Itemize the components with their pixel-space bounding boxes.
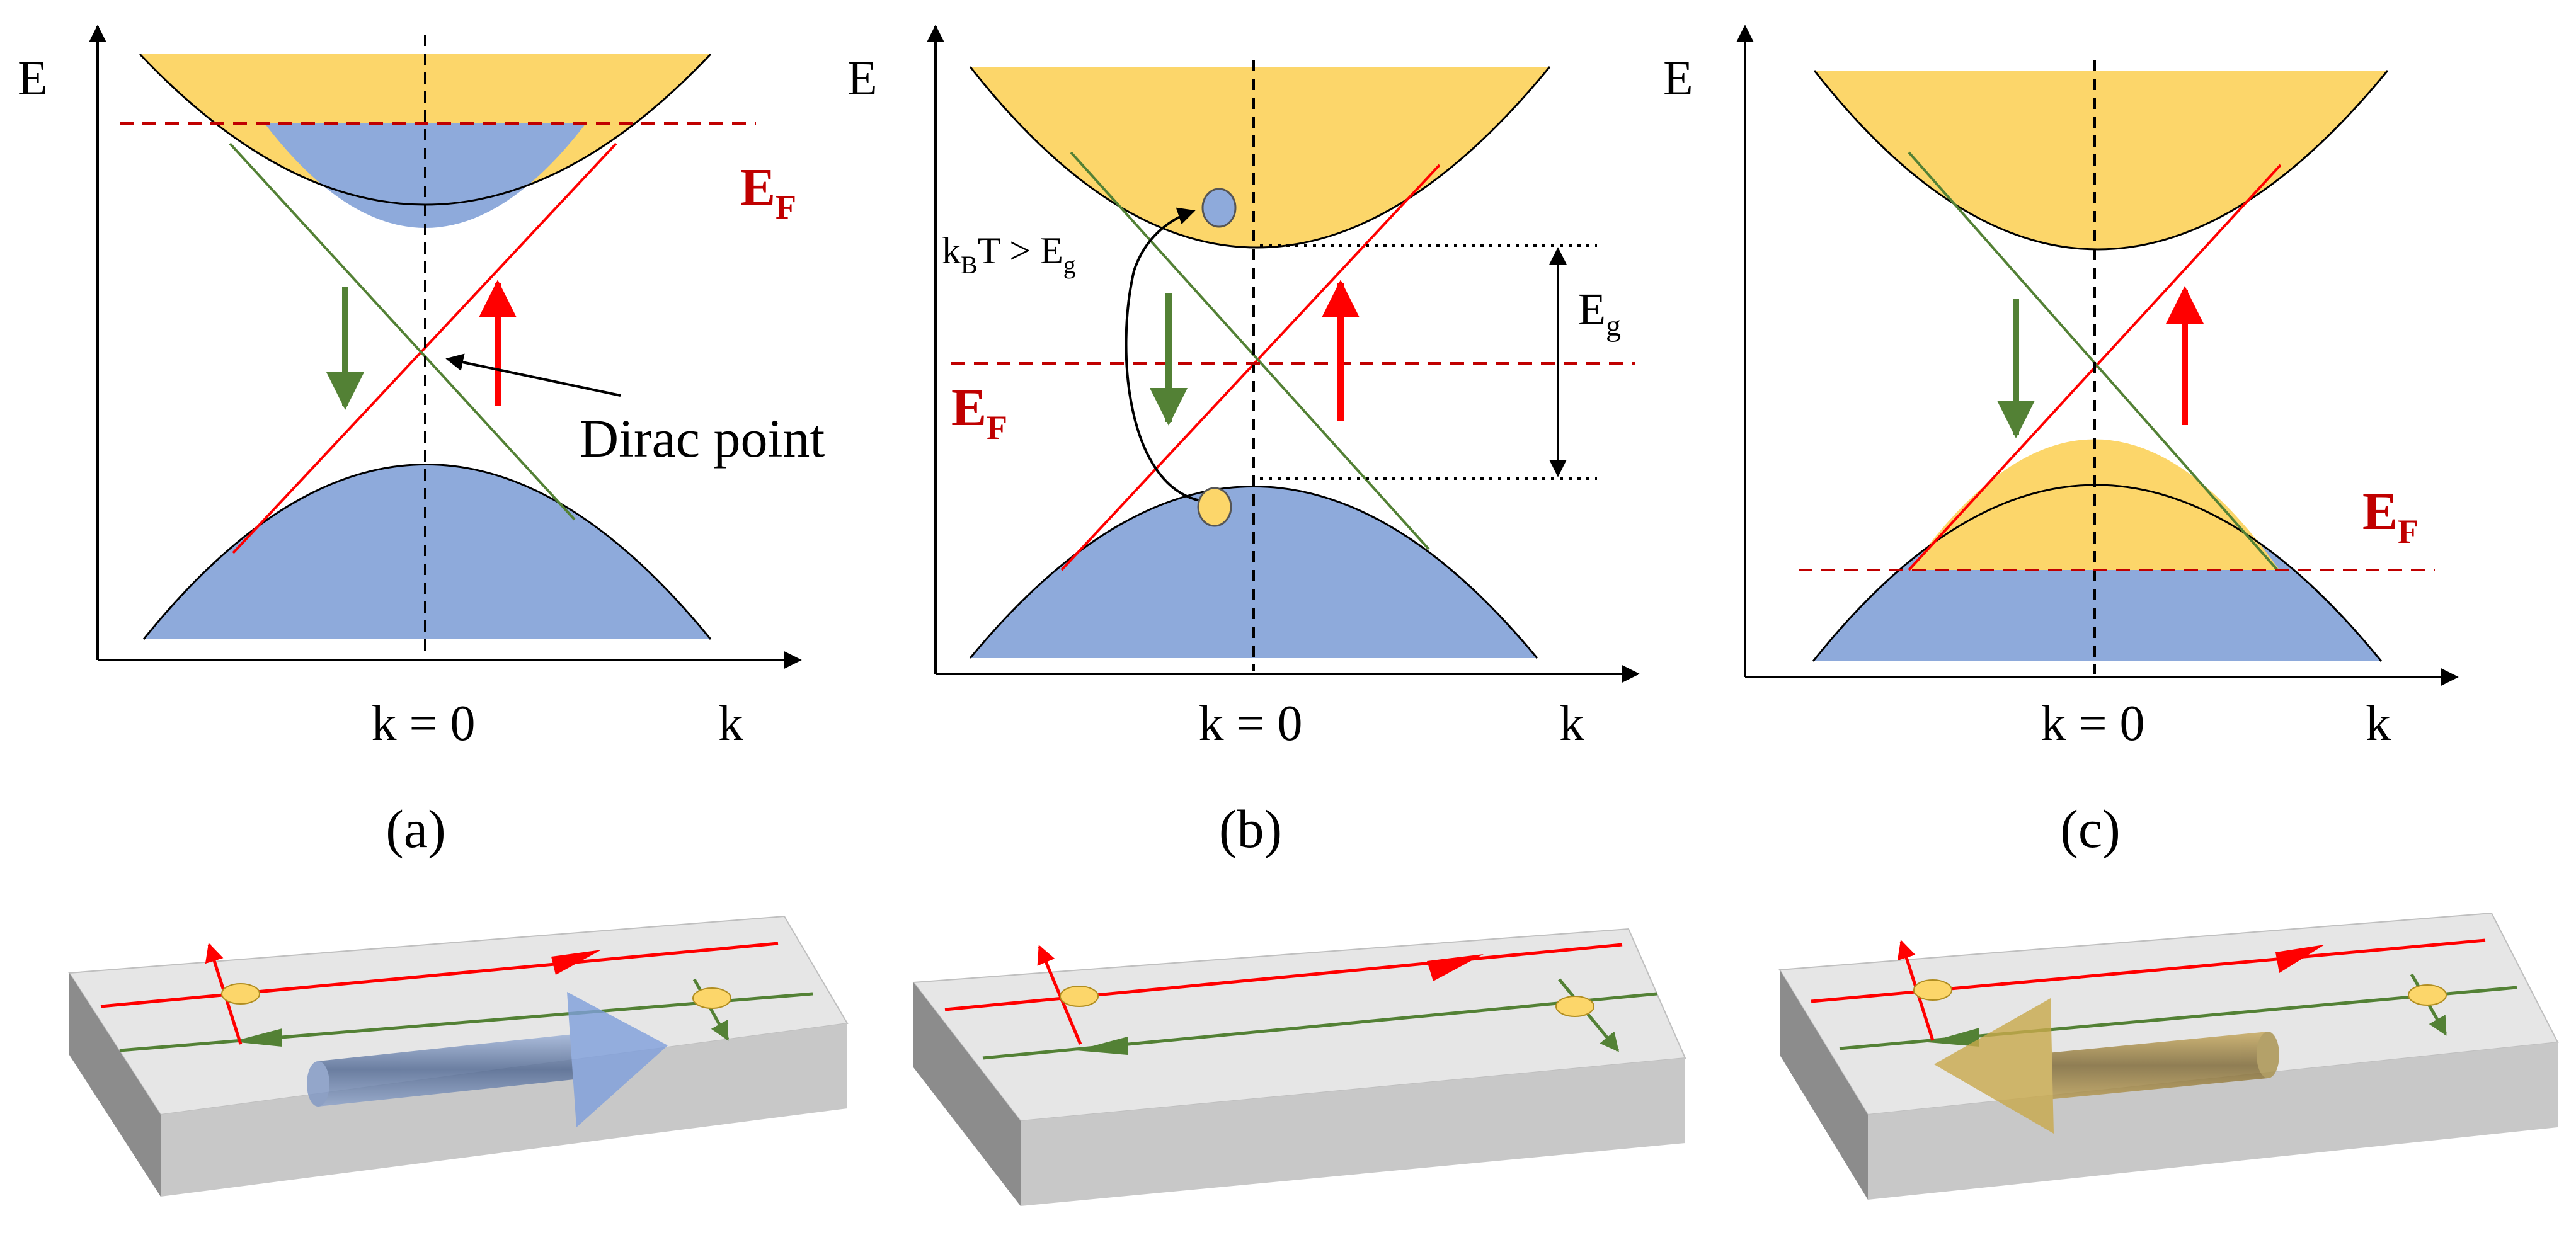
crossing-point-left	[1060, 986, 1099, 1007]
panel-b-band-diagram: E kBT > Eg Eg EF k = 0 k (b)	[847, 25, 1640, 859]
slab-front-face	[1868, 1042, 2558, 1200]
band-gap-label: Eg	[1578, 284, 1621, 343]
valence-band-edge	[142, 464, 712, 640]
spin-up-direction-arrowhead	[2275, 945, 2325, 973]
crossing-point-left	[1913, 979, 1952, 1001]
spin-pointer-right	[1558, 978, 1619, 1052]
spin-pointer-right	[692, 978, 730, 1041]
slab-side-face	[913, 982, 1021, 1206]
slab-front-face	[161, 1023, 847, 1197]
energy-axis-label: E	[18, 50, 48, 105]
spin-up-edge-channel	[100, 942, 779, 1008]
current-arrow-blue	[307, 992, 668, 1127]
panel-a-edge-state-slab	[68, 915, 849, 1197]
k-axis-label: k	[1559, 696, 1584, 751]
excited-electron	[1201, 188, 1237, 228]
panel-caption: (c)	[2060, 799, 2120, 859]
crossing-point-right	[2408, 984, 2447, 1006]
slab-side-face	[69, 973, 161, 1197]
k0-label: k = 0	[371, 696, 475, 751]
conduction-band-filled	[1814, 71, 2388, 249]
spin-up-direction-arrowhead	[1427, 954, 1484, 981]
current-arrow-gold	[1934, 998, 2279, 1134]
slab-front-face	[1021, 1058, 1685, 1206]
k-axis-label: k	[2366, 696, 2391, 751]
spin-up-edge-channel	[944, 943, 1623, 1011]
crossing-point-right	[1555, 996, 1594, 1017]
spin-down-surface-state	[229, 142, 576, 521]
spin-down-direction-arrowhead	[232, 1028, 282, 1047]
k-axis-label: k	[718, 696, 743, 751]
spin-down-direction-arrowhead	[1076, 1037, 1128, 1055]
panel-c-band-diagram: E EF k = 0 k (c)	[1663, 25, 2459, 859]
energy-axis-label: E	[847, 50, 878, 105]
k0-label: k = 0	[1198, 696, 1302, 751]
energy-axis-label: E	[1663, 50, 1693, 105]
spin-down-surface-state	[1070, 151, 1430, 550]
conduction-band-edge	[139, 53, 712, 206]
thermal-condition-label: kBT > Eg	[942, 230, 1076, 279]
conduction-band-edge	[1813, 70, 2389, 251]
fermi-level-label: EF	[951, 378, 1007, 447]
crossing-point-right	[692, 987, 731, 1009]
panel-a-band-diagram: E EF Dirac point k = 0 k (a)	[18, 25, 825, 859]
conduction-band-edge	[969, 66, 1551, 249]
panel-b-edge-state-slab	[912, 928, 1686, 1206]
fermi-level-label: EF	[2362, 482, 2419, 550]
crossing-point-left	[221, 983, 260, 1005]
panel-caption: (b)	[1219, 799, 1282, 859]
spin-down-direction-arrowhead	[1928, 1028, 1979, 1047]
panel-caption: (a)	[386, 799, 445, 859]
spin-up-surface-state	[1060, 164, 1441, 571]
panel-c-edge-state-slab	[1778, 912, 2559, 1200]
valence-band-filled	[144, 464, 711, 639]
thermal-excitation-arrow	[1125, 207, 1201, 502]
dirac-point-pointer	[445, 353, 621, 397]
fermi-level-label: EF	[740, 158, 796, 226]
dirac-point-label: Dirac point	[580, 408, 825, 469]
hole	[1197, 487, 1232, 527]
slab-side-face	[1780, 970, 1868, 1200]
spin-up-direction-arrowhead	[551, 950, 602, 975]
k0-label: k = 0	[2041, 696, 2144, 751]
spin-down-surface-state	[1908, 151, 2279, 571]
